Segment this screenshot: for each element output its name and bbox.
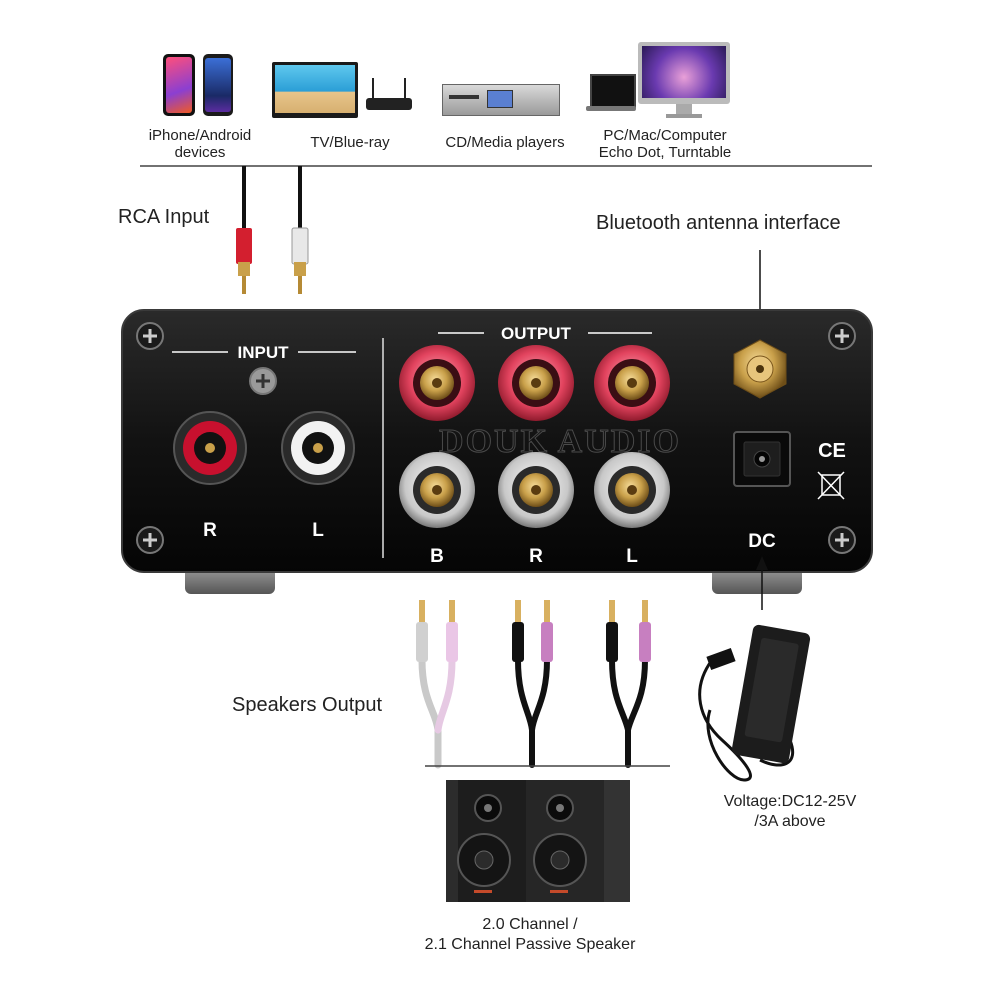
- output-r-label: R: [529, 546, 543, 567]
- android-phone-icon: [203, 54, 233, 116]
- bluetooth-antenna-connector[interactable]: [733, 339, 787, 399]
- speaker-left: [446, 780, 526, 902]
- rca-cables: [236, 166, 309, 294]
- input-l-label: L: [312, 520, 324, 541]
- rca-jack-l[interactable]: [281, 411, 355, 485]
- source-label-tv: TV/Blue-ray: [310, 134, 390, 151]
- banana-plugs: [416, 600, 651, 662]
- router-icon: [366, 78, 412, 110]
- phone-icons: [163, 54, 235, 116]
- output-title: OUTPUT: [501, 324, 572, 343]
- binding-post-b-negative[interactable]: [399, 452, 475, 528]
- laptop-icon: [586, 74, 636, 112]
- output-b-label: B: [430, 546, 444, 567]
- output-l-label: L: [626, 546, 638, 567]
- source-label-cd: CD/Media players: [445, 134, 565, 151]
- binding-post-b-positive[interactable]: [399, 345, 475, 421]
- speaker-cables: [418, 656, 648, 769]
- amp-foot-right: [712, 568, 802, 594]
- speakers-output-label: Speakers Output: [232, 694, 383, 716]
- weee-bin-icon: [817, 471, 845, 500]
- amp-back-panel: [121, 309, 873, 573]
- speaker-type-label: 2.0 Channel / 2.1 Channel Passive Speake…: [424, 916, 636, 953]
- rca-jack-r[interactable]: [173, 411, 247, 485]
- input-r-label: R: [203, 520, 217, 541]
- voltage-label: Voltage:DC12-25V /3A above: [723, 793, 857, 830]
- bluetooth-antenna-label: Bluetooth antenna interface: [596, 212, 841, 234]
- binding-post-l-positive[interactable]: [594, 345, 670, 421]
- rca-input-label: RCA Input: [118, 206, 210, 228]
- cd-player-icon: [442, 84, 560, 116]
- monitor-icon: [638, 42, 730, 120]
- binding-post-r-negative[interactable]: [498, 452, 574, 528]
- power-adapter: [698, 624, 811, 782]
- binding-post-l-negative[interactable]: [594, 452, 670, 528]
- ce-mark: CE: [818, 440, 846, 462]
- dc-label: DC: [748, 531, 776, 552]
- speaker-right: [526, 780, 630, 902]
- input-title: INPUT: [238, 343, 290, 362]
- binding-post-r-positive[interactable]: [498, 345, 574, 421]
- amp-foot-left: [185, 568, 275, 594]
- tv-icon: [272, 62, 358, 118]
- dc-power-jack[interactable]: [733, 431, 791, 487]
- iphone-icon: [163, 54, 195, 116]
